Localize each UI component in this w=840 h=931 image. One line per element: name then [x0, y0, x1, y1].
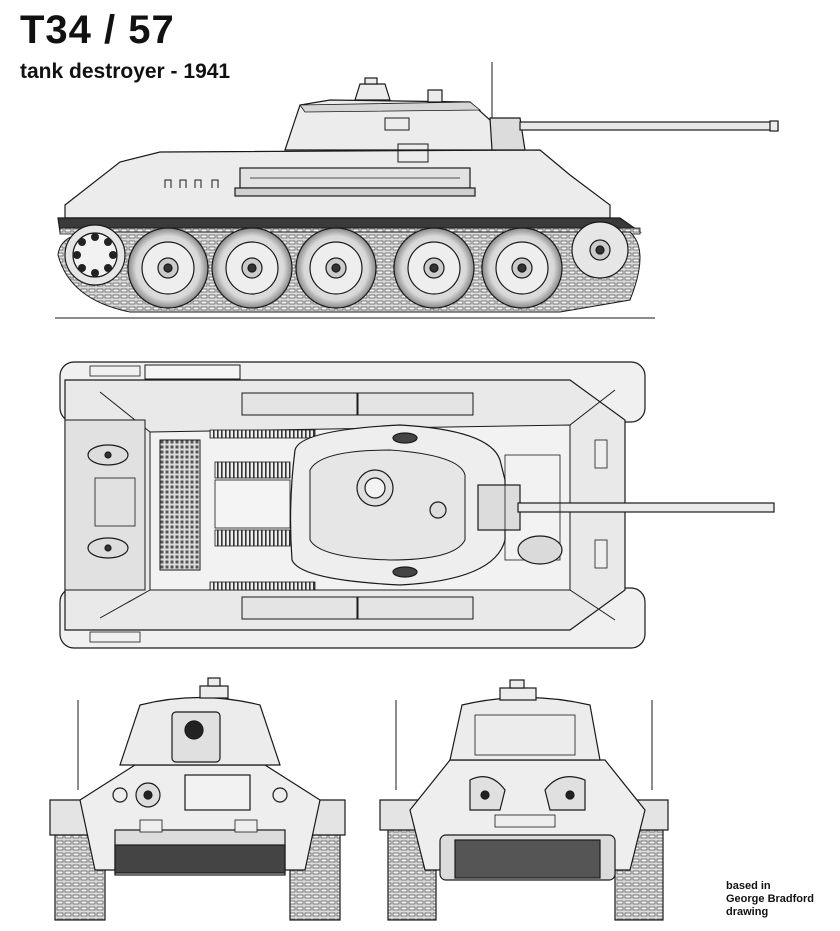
credit-line-1: based in	[726, 880, 771, 892]
side-periscope	[427, 89, 443, 103]
front-turret	[449, 696, 601, 761]
side-road-wheels	[127, 227, 563, 309]
front-view	[379, 679, 669, 921]
top-engine-grille	[159, 439, 201, 571]
top-mantlet	[477, 484, 521, 531]
side-cupola	[354, 83, 391, 101]
side-idler-wheel	[571, 221, 629, 279]
side-gun-barrel	[519, 121, 779, 131]
drawing-title: T34 / 57	[20, 8, 175, 52]
top-louver-upper	[214, 461, 291, 479]
side-mantlet	[489, 117, 526, 151]
credit-note: based in George Bradford drawing	[726, 880, 814, 919]
credit-line-3: drawing	[726, 906, 769, 918]
side-vent-marks	[164, 179, 219, 188]
top-mg-ball	[517, 535, 563, 565]
top-louver-lower	[214, 529, 291, 547]
top-view	[59, 361, 775, 649]
credit-line-2: George Bradford	[726, 893, 815, 905]
side-drive-sprocket	[64, 224, 126, 286]
drawing-subtitle: tank destroyer - 1941	[20, 60, 231, 83]
side-view	[55, 62, 779, 319]
rear-view	[49, 677, 346, 921]
top-gun-barrel	[517, 502, 775, 513]
